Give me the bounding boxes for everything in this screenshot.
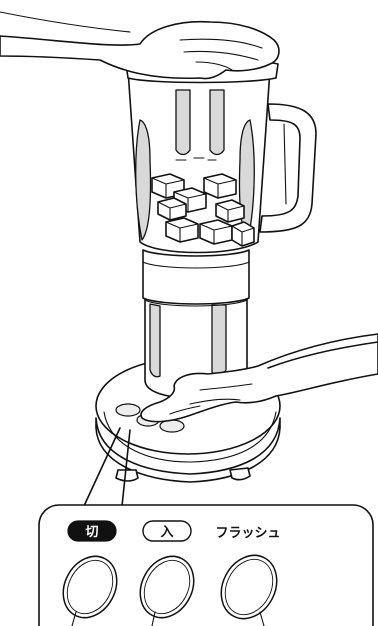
control-panel-callout: 切 入 フラッシュ: [39, 505, 373, 626]
on-label: 入: [160, 525, 173, 540]
on-label-badge: 入: [143, 521, 191, 541]
off-label-badge: 切: [68, 521, 116, 541]
ice-cube-7: [200, 220, 232, 244]
ice-cube-6: [166, 218, 198, 242]
ice-cube-2: [204, 174, 236, 198]
flash-label: フラッシュ: [215, 526, 280, 541]
ice-cube-4: [158, 198, 186, 220]
ice-cube-8: [232, 222, 254, 246]
hand-top: [0, 12, 279, 79]
jar-collar: [143, 250, 249, 304]
ice-cube-5: [216, 200, 244, 222]
off-label: 切: [85, 525, 98, 540]
